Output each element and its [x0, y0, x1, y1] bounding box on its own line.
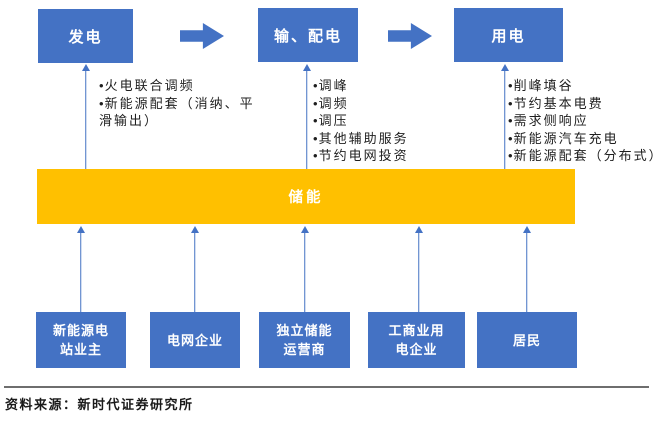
bullet-item: 削峰填谷 — [508, 77, 664, 95]
participant-box-grid-company: 电网企业 — [150, 312, 240, 368]
stage-label-generation: 发电 — [68, 28, 103, 46]
participant-label: 工商业用电企业 — [388, 323, 445, 357]
bullet-item: 新能源汽车充电 — [508, 130, 664, 148]
bullet-item: 新能源配套（消纳、平滑输出） — [99, 95, 255, 130]
participant-box-independent-storage-operator: 独立储能运营商 — [259, 312, 350, 368]
stage-box-generation: 发电 — [38, 9, 133, 63]
up-arrow-connector — [302, 64, 311, 169]
arrowhead-up-icon — [522, 226, 531, 233]
bullet-item: 需求侧响应 — [508, 112, 664, 130]
participant-label: 独立储能运营商 — [276, 323, 333, 357]
up-arrow-connector — [190, 226, 199, 312]
stage-label-transmission-distribution: 输、配电 — [273, 27, 342, 45]
up-arrow-connector — [414, 226, 423, 312]
stage-box-consumption: 用电 — [454, 8, 563, 62]
bullet-item: 调频 — [313, 95, 409, 113]
arrowhead-up-icon — [190, 226, 199, 233]
bullet-item: 调峰 — [313, 77, 409, 95]
bullet-item: 节约电网投资 — [313, 147, 409, 165]
arrowhead-up-icon — [302, 64, 311, 71]
stage-label-consumption: 用电 — [491, 27, 526, 45]
bullet-item: 火电联合调频 — [99, 77, 255, 95]
participant-box-commercial-industrial-user: 工商业用电企业 — [368, 312, 465, 368]
up-arrow-connector — [76, 226, 85, 312]
arrowhead-up-icon — [300, 226, 309, 233]
participant-label: 居民 — [512, 332, 541, 348]
storage-bar: 储能 — [37, 169, 575, 224]
arrowhead-up-icon — [500, 64, 509, 71]
arrowhead-up-icon — [81, 64, 90, 71]
up-arrow-connector — [522, 226, 531, 312]
source-note: 资料来源：新时代证券研究所 — [5, 397, 194, 412]
bullet-list-transmission-distribution: 调峰 调频 调压 其他辅助服务 节约电网投资 — [313, 77, 409, 165]
storage-bar-label: 储能 — [288, 190, 324, 206]
source-divider — [4, 386, 649, 388]
up-arrow-connector — [500, 64, 509, 169]
bullet-item: 其他辅助服务 — [313, 130, 409, 148]
right-arrow-icon — [180, 23, 224, 49]
up-arrow-connector — [81, 64, 90, 169]
arrowhead-up-icon — [76, 226, 85, 233]
bullet-item: 节约基本电费 — [508, 95, 664, 113]
stage-box-transmission-distribution: 输、配电 — [258, 8, 358, 62]
arrowhead-up-icon — [414, 226, 423, 233]
participant-label: 新能源电站业主 — [52, 323, 109, 357]
up-arrow-connector — [300, 226, 309, 312]
participant-box-new-energy-plant-owner: 新能源电站业主 — [36, 312, 126, 368]
participant-box-residents: 居民 — [477, 312, 577, 368]
participant-label: 电网企业 — [166, 332, 223, 348]
bullet-list-generation: 火电联合调频 新能源配套（消纳、平滑输出） — [99, 77, 255, 130]
bullet-item: 调压 — [313, 112, 409, 130]
bullet-list-consumption: 削峰填谷 节约基本电费 需求侧响应 新能源汽车充电 新能源配套（分布式） — [508, 77, 664, 165]
right-arrow-icon — [388, 23, 432, 49]
bullet-item: 新能源配套（分布式） — [508, 147, 664, 165]
